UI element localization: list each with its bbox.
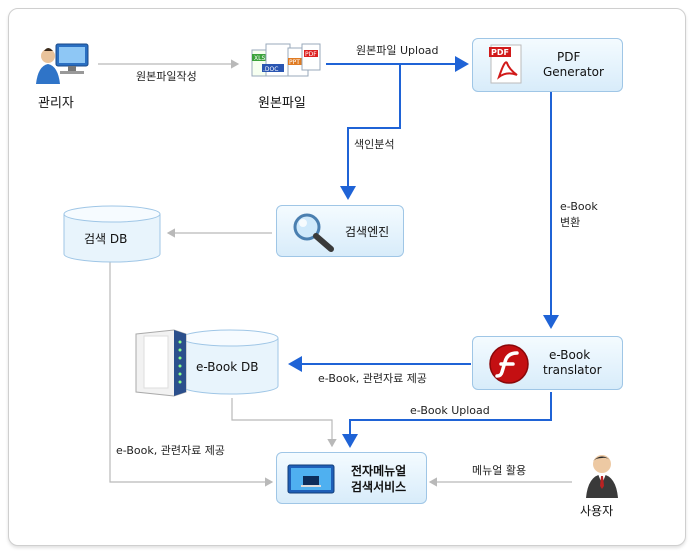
server-icon [135,329,187,397]
edge-searchdb-to-service [109,262,274,487]
edge-label-ebook-upload: e-Book Upload [410,404,490,417]
edge-translator-to-service [342,392,552,448]
doc-tag: .DOC [263,66,278,73]
source-files-node: XLS .DOC PPT PDF 원본파일 [248,40,326,111]
ebook-translator-line2: translator [543,363,602,377]
edge-ebookdb-to-service [231,398,337,448]
pdf-generator-line1: PDF [557,50,581,64]
edge-label-upload-source: 원본파일 Upload [356,44,439,57]
user-node: 사용자 [572,452,632,522]
source-files-label: 원본파일 [258,96,306,111]
admin-node: 관리자 [30,40,100,111]
ppt-tag: PPT [289,59,300,66]
search-db-node: 검색 DB [62,204,162,264]
search-engine-label: 검색엔진 [345,225,390,239]
ebook-translator-node: e-Book translator [472,336,623,390]
ebook-db-label: e-Book DB [196,360,259,374]
xls-tag: XLS [254,55,265,62]
search-engine-node: 검색엔진 [276,205,404,257]
monitor-icon [287,464,335,494]
edge-label-write-source: 원본파일작성 [136,70,197,83]
magnifier-icon [293,213,334,252]
edge-label-provide-to-db: e-Book, 관련자료 제공 [318,372,427,385]
edge-label-ebook-convert-2: 변환 [560,216,581,229]
pdf-tag: PDF [305,51,317,58]
edge-label-index-analysis: 색인분석 [354,138,395,151]
manual-service-line2: 검색서비스 [351,480,407,494]
pdf-generator-node: PDF PDF Generator [472,38,623,92]
pdf-icon: PDF [489,44,522,84]
edge-label-provide-to-service: e-Book, 관련자료 제공 [116,444,225,457]
edge-label-ebook-convert-1: e-Book [560,200,598,213]
pdf-icon-text: PDF [491,48,509,57]
admin-computer-icon [36,43,89,84]
ebook-translator-line1: e-Book [549,348,591,362]
edge-to-search-engine [340,64,401,200]
edge-label-manual-use: 메뉴얼 활용 [472,464,527,477]
manual-service-line1: 전자메뉴얼 [351,464,407,478]
user-label: 사용자 [580,504,614,518]
ebook-db-cylinder [181,329,279,395]
search-db-cylinder [63,205,161,263]
ebook-db-node: e-Book DB [130,326,290,400]
manual-service-node: 전자메뉴얼 검색서비스 [276,452,427,504]
flash-icon [489,344,529,384]
pdf-generator-line2: Generator [543,65,604,79]
admin-label: 관리자 [38,96,74,111]
document-files-icon: XLS .DOC PPT PDF [251,43,321,77]
user-icon [586,455,618,498]
search-db-label: 검색 DB [84,232,128,246]
